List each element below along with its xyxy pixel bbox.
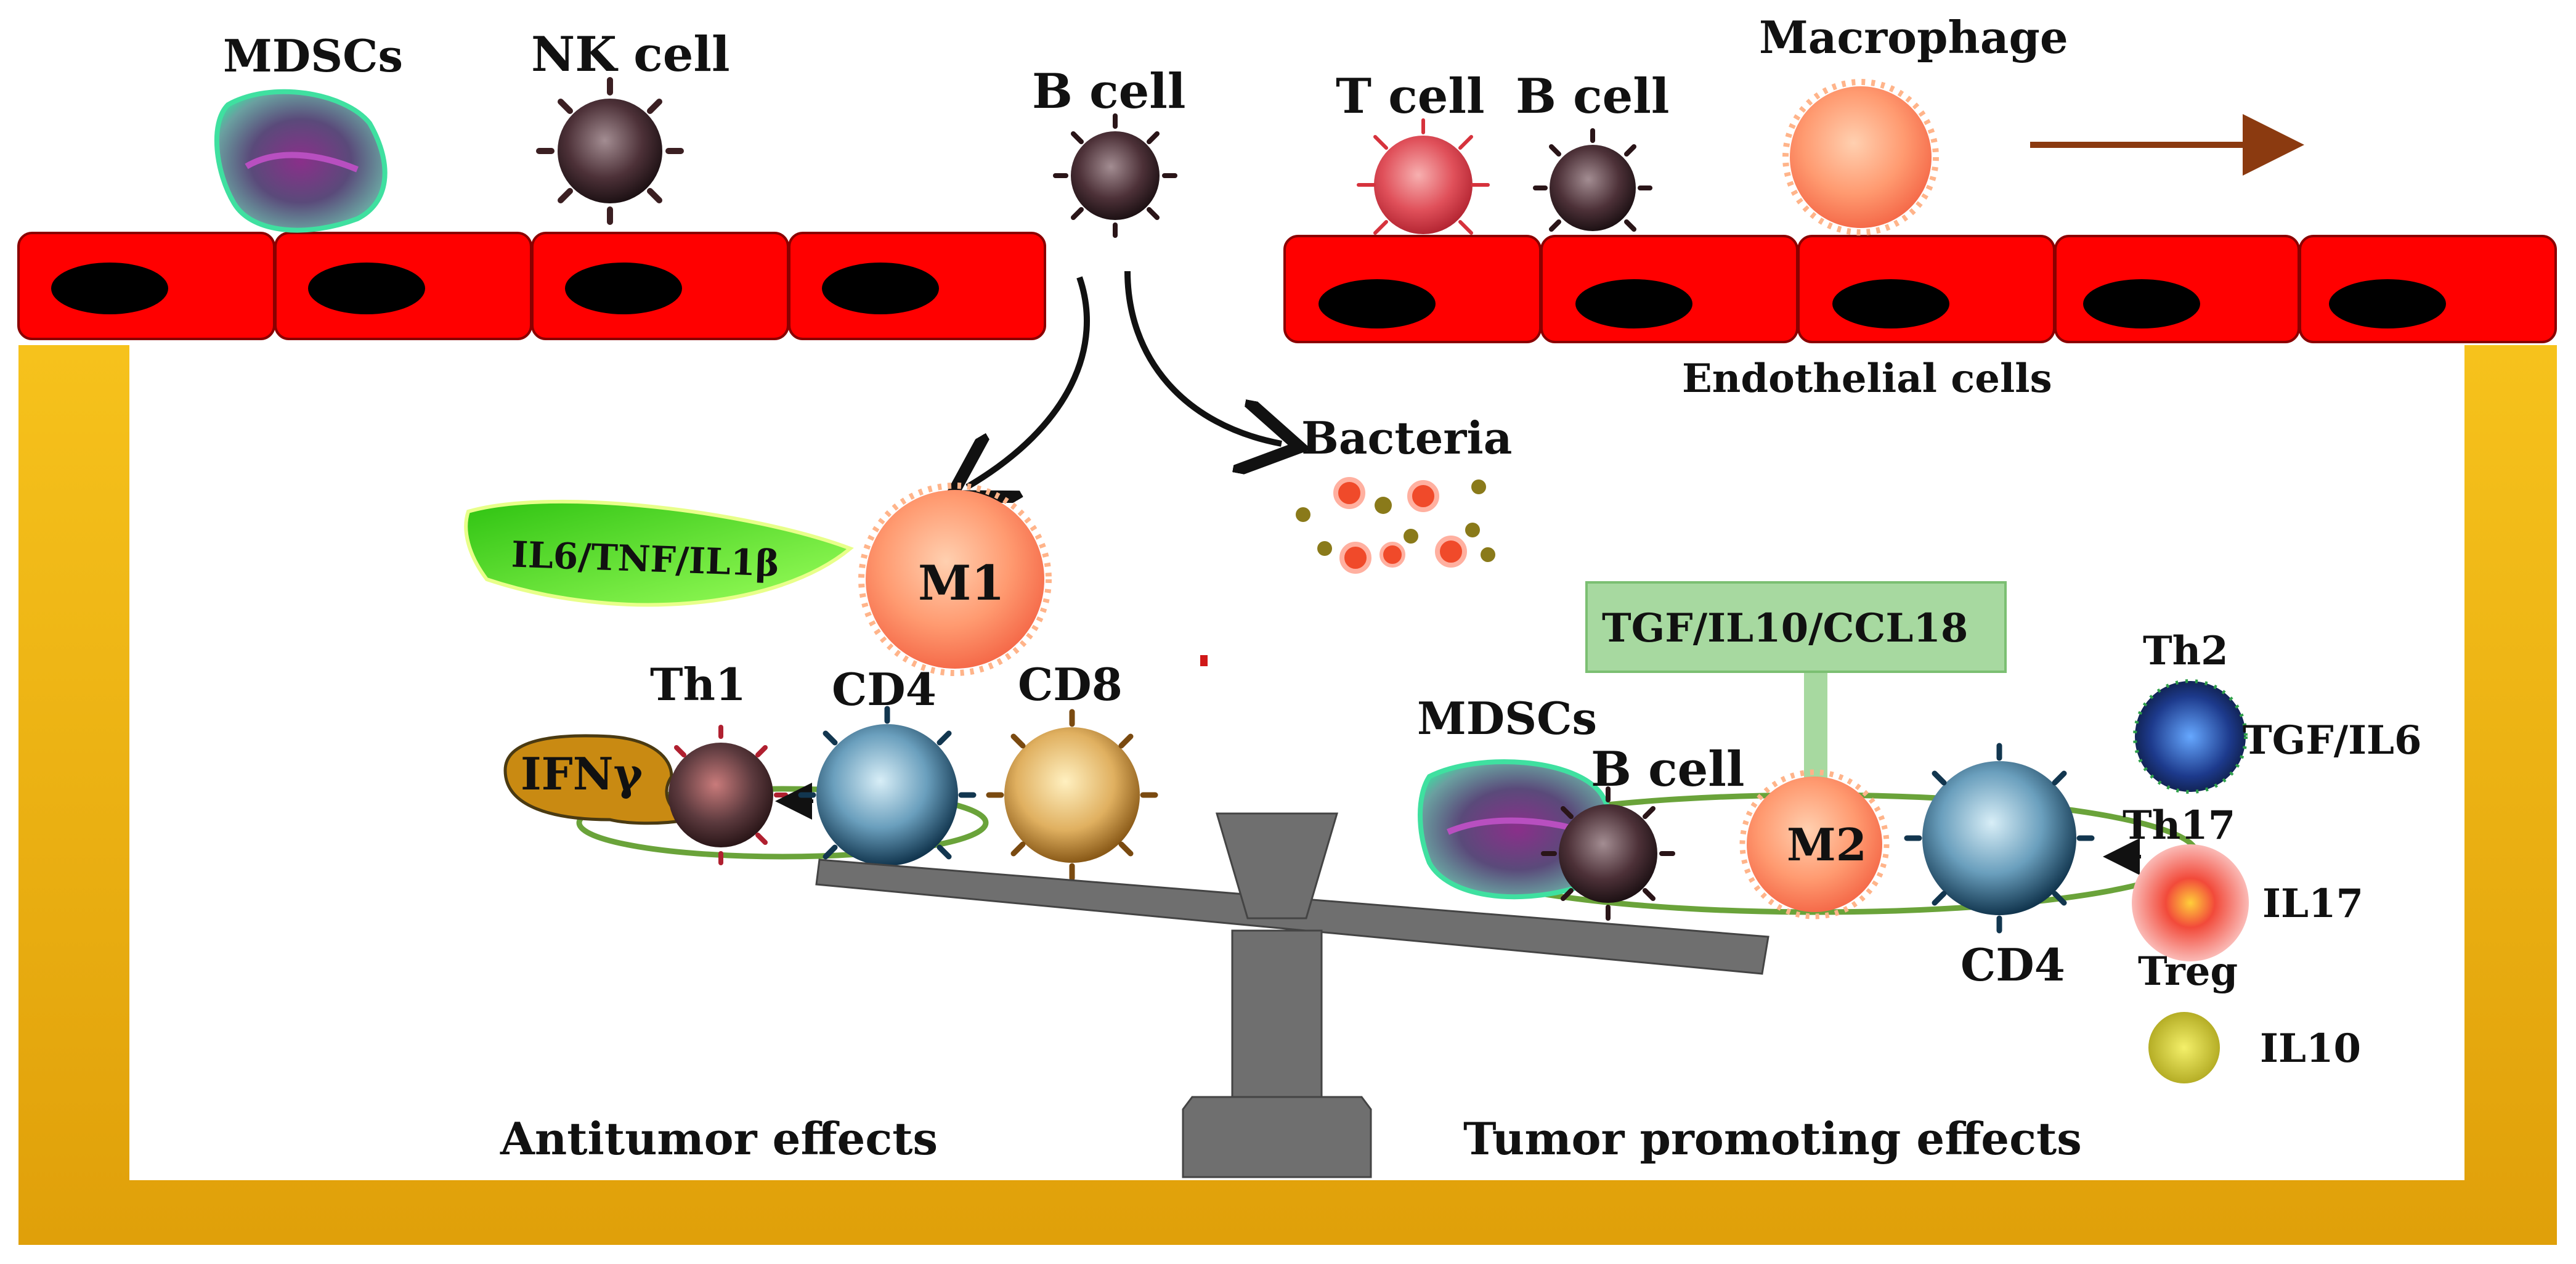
promoting-footer: Tumor promoting effects	[1463, 1112, 2082, 1165]
bacteria-cluster	[1296, 477, 1495, 574]
th1-label: Th1	[650, 658, 747, 711]
cd8-label: CD8	[1018, 658, 1123, 711]
th17-label: Th17	[2123, 802, 2236, 849]
cd4-cell-right	[1904, 743, 2095, 934]
endothelial-label: Endothelial cells	[1682, 356, 2052, 402]
red-marker	[1200, 655, 1208, 666]
th2-cytokine: TGF/IL6	[2243, 717, 2422, 764]
m2-macrophage	[1739, 769, 1890, 919]
cd4-right-label: CD4	[1960, 939, 2065, 991]
b-cell-top-center	[1053, 113, 1177, 238]
mdsc-label-top: MDSCs	[223, 30, 403, 82]
b-cell-right-label: B cell	[1591, 741, 1745, 797]
th1-cell	[668, 725, 788, 865]
nk-cell-top	[536, 77, 684, 225]
bacteria-label: Bacteria	[1301, 412, 1513, 464]
mdsc-cell-top	[214, 89, 388, 233]
cd4-left-label: CD4	[832, 663, 937, 716]
cytokine-box	[1585, 581, 2007, 673]
th2-cell	[2133, 679, 2248, 794]
antitumor-footer: Antitumor effects	[500, 1112, 938, 1165]
macrophage-top	[1782, 79, 1939, 235]
m2-label: M2	[1787, 818, 1867, 871]
nk-cell-label: NK cell	[531, 27, 730, 83]
t-cell-label: T cell	[1336, 68, 1485, 124]
th17-cytokine: IL17	[2262, 881, 2363, 927]
th17-cell	[2132, 844, 2249, 961]
b-cell-top-label: B cell	[1032, 63, 1186, 120]
cytokine-box-connector	[1804, 672, 1827, 795]
balance-scale	[815, 812, 1769, 1178]
b-cell-top-right	[1533, 128, 1652, 232]
b-cell-top-right-label: B cell	[1516, 68, 1670, 124]
cytokine-box-text: TGF/IL10/CCL18	[1602, 605, 1969, 651]
b-cell-arrows	[967, 271, 1282, 487]
th2-label: Th2	[2143, 628, 2229, 674]
ifn-label: IFNγ	[521, 748, 643, 800]
endothelium-left	[17, 232, 1046, 340]
cd8-cell	[986, 709, 1158, 881]
macrophage-label: Macrophage	[1759, 11, 2068, 63]
treg-cytokine: IL10	[2260, 1025, 2361, 1072]
t-cell-top	[1357, 118, 1490, 235]
cytokine-leaf-text: IL6/TNF/IL1β	[510, 533, 780, 585]
b-cell-right	[1541, 786, 1675, 921]
cytokine-leaf	[464, 499, 854, 607]
m1-macrophage	[858, 483, 1052, 676]
endothelium-right	[1283, 235, 2557, 343]
treg-label: Treg	[2138, 948, 2238, 995]
treg-cell	[2148, 1012, 2220, 1083]
cd4-cell-left	[798, 706, 977, 884]
mdsc-right-label: MDSCs	[1417, 692, 1597, 744]
m1-label: M1	[918, 555, 1005, 611]
